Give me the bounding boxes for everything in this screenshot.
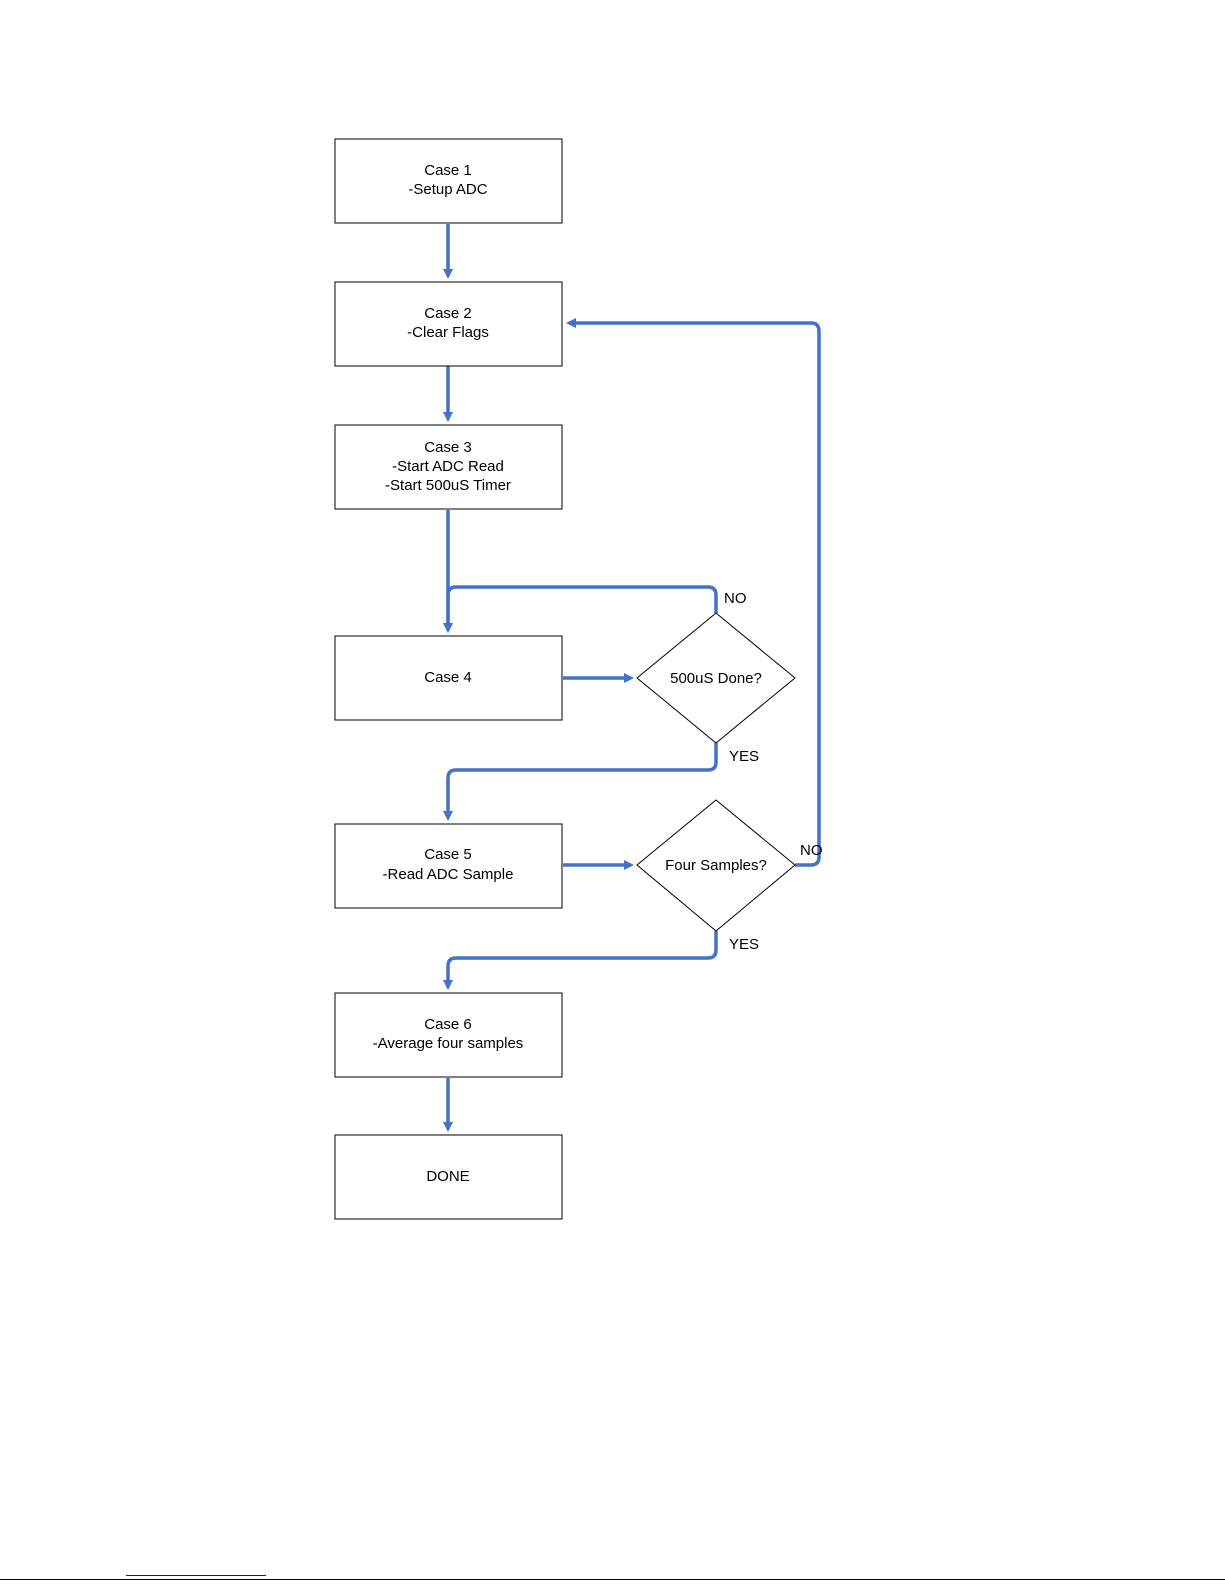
node-case4: Case 4 xyxy=(335,636,562,720)
edge-label-samples-no: NO xyxy=(800,842,823,859)
edge-label-samples-yes: YES xyxy=(729,936,759,953)
node-case6-line2: -Average four samples xyxy=(373,1035,524,1052)
arrow-timer-yes-to-case5 xyxy=(448,743,716,818)
node-case1-line1: Case 1 xyxy=(424,162,472,179)
decision-timer-label: 500uS Done? xyxy=(670,670,762,687)
arrow-timer-no-loop xyxy=(448,587,716,630)
arrow-samples-yes-to-case6 xyxy=(448,931,716,987)
edge-label-timer-no: NO xyxy=(724,590,747,607)
node-case5-line1: Case 5 xyxy=(424,846,472,863)
node-done: DONE xyxy=(335,1135,562,1219)
node-case5: Case 5 -Read ADC Sample xyxy=(335,824,562,908)
node-case4-line1: Case 4 xyxy=(424,669,472,686)
decision-timer: 500uS Done? xyxy=(637,613,795,743)
node-case2: Case 2 -Clear Flags xyxy=(335,282,562,366)
node-case2-line1: Case 2 xyxy=(424,305,472,322)
page-bottom-rule xyxy=(0,1579,1225,1580)
node-case5-line2: -Read ADC Sample xyxy=(383,866,514,883)
node-case3: Case 3 -Start ADC Read -Start 500uS Time… xyxy=(335,425,562,509)
arrow-samples-no-to-case2 xyxy=(569,323,819,865)
node-case2-line2: -Clear Flags xyxy=(407,324,489,341)
node-done-line1: DONE xyxy=(426,1168,469,1185)
node-case3-line2: -Start ADC Read xyxy=(392,458,504,475)
node-case1: Case 1 -Setup ADC xyxy=(335,139,562,223)
edge-label-timer-yes: YES xyxy=(729,748,759,765)
decision-samples-label: Four Samples? xyxy=(665,857,767,874)
node-case3-line1: Case 3 xyxy=(424,439,472,456)
node-case6: Case 6 -Average four samples xyxy=(335,993,562,1077)
node-case1-line2: -Setup ADC xyxy=(408,181,487,198)
decision-samples: Four Samples? xyxy=(637,800,795,931)
node-case6-line1: Case 6 xyxy=(424,1016,472,1033)
node-case3-line3: -Start 500uS Timer xyxy=(385,477,511,494)
footnote-separator-link xyxy=(126,1575,266,1576)
